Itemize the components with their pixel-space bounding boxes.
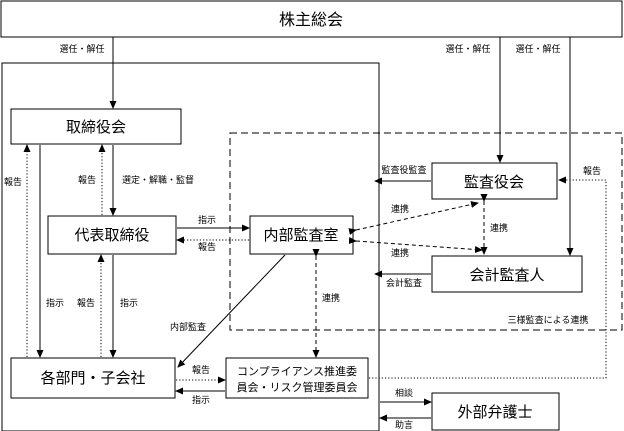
lawyer-box bbox=[431, 392, 560, 431]
lawyer-label: 外部弁護士 bbox=[457, 403, 532, 421]
label-instruct-left: 指示 bbox=[46, 297, 64, 309]
label-appoint: 選定・解職・監督 bbox=[122, 174, 194, 186]
board-label: 取締役会 bbox=[66, 118, 126, 136]
label-cooperate-vertical: 連携 bbox=[490, 222, 508, 234]
label-accounting-audit: 会計監査 bbox=[386, 277, 422, 289]
label-cooperate-upper: 連携 bbox=[391, 203, 409, 215]
label-report-internal: 報告 bbox=[198, 241, 216, 253]
compliance-box bbox=[225, 357, 369, 399]
internal-audit-label: 内部監査室 bbox=[263, 226, 338, 244]
label-advice: 助言 bbox=[395, 419, 413, 431]
label-report-rep: 報告 bbox=[78, 174, 96, 186]
label-three-way: 三様監査による連携 bbox=[508, 314, 589, 326]
link-internal-accounting bbox=[348, 237, 483, 253]
shareholders-meeting-label: 株主総会 bbox=[279, 10, 343, 29]
three-way-audit-region bbox=[229, 132, 623, 331]
representative-box bbox=[47, 215, 177, 255]
label-instruct-internal: 指示 bbox=[198, 214, 216, 226]
auditors-board-label: 監査役会 bbox=[464, 173, 524, 191]
label-report-div: 報告 bbox=[77, 297, 95, 309]
compliance-label-line2: 員会・リスク管理委員会 bbox=[237, 380, 358, 394]
compliance-label-line1: コンプライアンス推進委 bbox=[237, 364, 357, 378]
arrow-report-comp-to-auditors bbox=[369, 176, 607, 379]
label-auditor-audit: 監査役監査 bbox=[381, 164, 426, 176]
label-instruct-comp: 指示 bbox=[192, 394, 210, 406]
label-report-left: 報告 bbox=[4, 176, 22, 188]
label-cooperate-compliance: 連携 bbox=[322, 292, 340, 304]
label-report-comp: 報告 bbox=[192, 364, 210, 376]
arrow-internal-audit bbox=[177, 254, 286, 368]
representative-label: 代表取締役 bbox=[74, 226, 149, 244]
label-cooperate-lower: 連携 bbox=[391, 247, 409, 259]
accounting-auditor-box bbox=[431, 255, 583, 293]
label-elect-auditors: 選任・解任 bbox=[445, 43, 490, 55]
link-internal-auditors bbox=[348, 201, 479, 235]
label-report-auditors: 報告 bbox=[583, 165, 601, 177]
label-instruct-rep: 指示 bbox=[120, 297, 138, 309]
accounting-auditor-label: 会計監査人 bbox=[469, 266, 544, 284]
label-consult: 相談 bbox=[395, 387, 413, 399]
internal-audit-box bbox=[249, 215, 354, 255]
divisions-label: 各部門・子会社 bbox=[40, 369, 145, 387]
label-elect-board: 選任・解任 bbox=[59, 43, 104, 55]
label-internal-audit: 内部監査 bbox=[170, 321, 206, 333]
auditors-board-box bbox=[431, 162, 558, 200]
label-elect-accounting: 選任・解任 bbox=[515, 43, 560, 55]
shareholders-meeting-box bbox=[0, 0, 623, 38]
divisions-box bbox=[10, 357, 176, 399]
board-box bbox=[10, 108, 182, 145]
